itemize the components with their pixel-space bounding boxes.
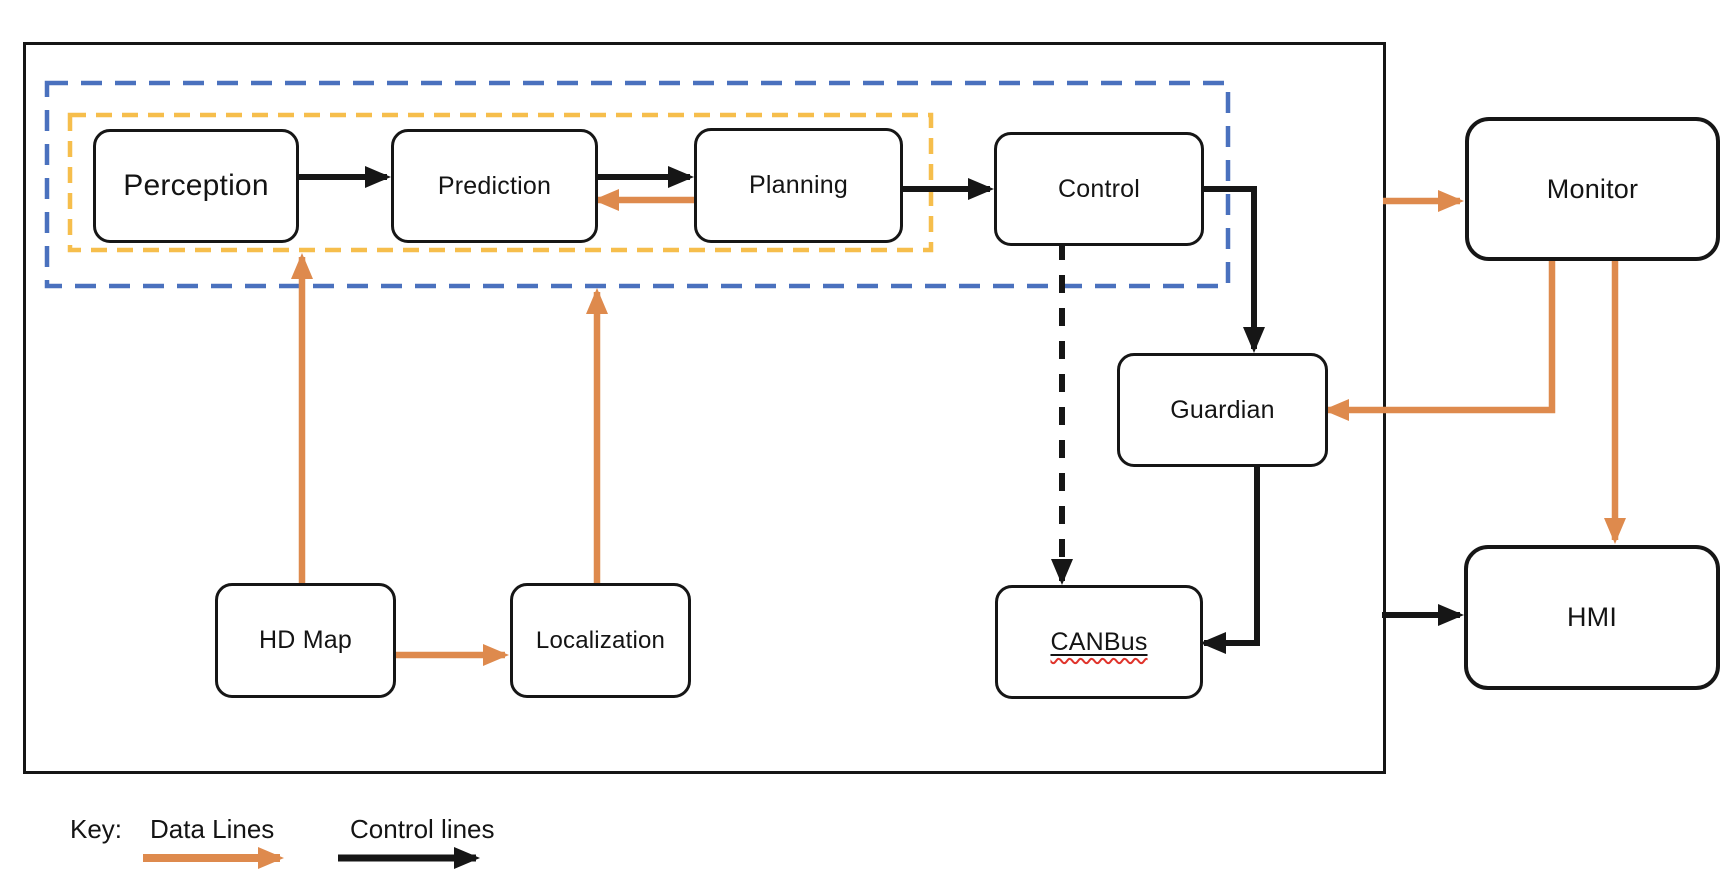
prediction-box: Prediction — [391, 129, 598, 243]
key-control-lines-label: Control lines — [350, 814, 495, 844]
canbus-box: CANBus — [995, 585, 1203, 699]
autonomy-group-outline — [44, 80, 1231, 289]
localization-box: Localization — [510, 583, 691, 698]
key-title: Key: — [70, 814, 123, 844]
planning-box: Planning — [694, 128, 903, 243]
data-line-monitor-guardian — [1323, 253, 1556, 421]
hd-map-label: HD Map — [259, 626, 352, 654]
hmi-label: HMI — [1566, 602, 1618, 632]
pipeline-group-outline — [67, 112, 934, 253]
guardian-label: Guardian — [1170, 395, 1275, 424]
hd-map-box: HD Map — [215, 583, 396, 698]
key-data-lines-label: Data Lines — [150, 814, 275, 844]
perception-box: Perception — [93, 129, 299, 243]
canbus-spellcheck-underline: CANBus — [1050, 628, 1147, 657]
guardian-box: Guardian — [1117, 353, 1328, 467]
hmi-box: HMI — [1464, 545, 1720, 690]
prediction-label: Prediction — [437, 171, 552, 200]
monitor-box: Monitor — [1465, 117, 1720, 261]
control-line-guardian-canbus — [1200, 461, 1260, 654]
canbus-label: CANBus — [1050, 627, 1148, 656]
control-label: Control — [1058, 174, 1140, 203]
perception-label: Perception — [123, 169, 269, 202]
control-line-control-guardian — [1198, 186, 1265, 353]
monitor-label: Monitor — [1546, 173, 1639, 204]
planning-label: Planning — [749, 171, 848, 199]
localization-label: Localization — [535, 626, 666, 654]
control-box: Control — [994, 132, 1204, 246]
